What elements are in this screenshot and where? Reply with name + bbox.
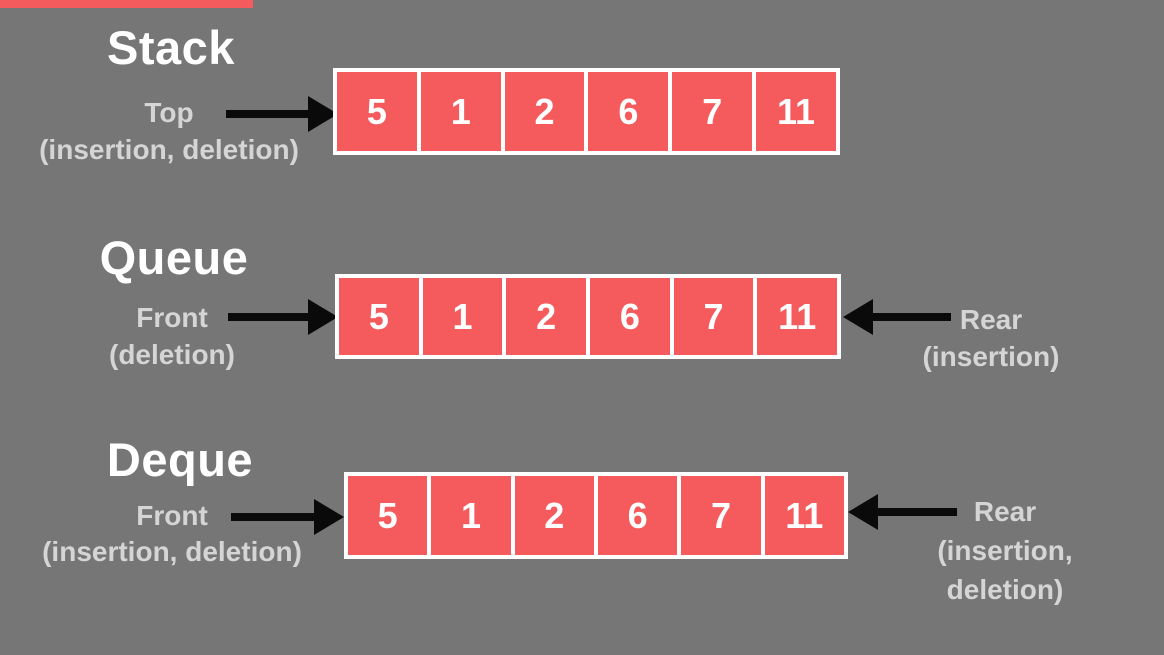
queue-array: 5 1 2 6 7 11 <box>335 274 841 359</box>
arrow-shaft <box>878 508 957 516</box>
array-cell: 11 <box>752 72 836 151</box>
deque-front-label-line1: Front <box>136 500 208 531</box>
array-cell: 2 <box>510 476 594 555</box>
array-cell: 1 <box>418 278 503 355</box>
accent-bar <box>0 0 253 8</box>
deque-rear-label-line1: Rear <box>973 496 1037 527</box>
arrow-right-icon <box>226 96 338 132</box>
array-cell: 11 <box>760 476 844 555</box>
array-cell: 11 <box>753 278 838 355</box>
array-cell: 6 <box>586 278 670 355</box>
queue-section-title: Queue <box>99 231 249 284</box>
queue-rear-label-line1: Rear <box>959 304 1023 335</box>
arrow-shaft <box>226 110 308 118</box>
queue-front-label-line2: (deletion) <box>109 339 235 370</box>
array-cell: 6 <box>584 72 669 151</box>
arrow-shaft <box>231 513 314 521</box>
deque-front-label-line2: (insertion, deletion) <box>42 536 302 567</box>
arrow-left-icon <box>848 494 957 530</box>
arrow-shaft <box>873 313 951 321</box>
array-cell: 5 <box>348 476 428 555</box>
stack-top-label: Top (insertion, deletion) <box>24 94 314 168</box>
array-cell: 7 <box>677 476 761 555</box>
array-cell: 1 <box>427 476 511 555</box>
arrow-right-icon <box>228 299 338 335</box>
arrow-right-icon <box>231 499 344 535</box>
array-cell: 1 <box>416 72 501 151</box>
array-cell: 2 <box>502 278 587 355</box>
deque-section-title: Deque <box>106 433 254 486</box>
arrow-head-right <box>308 299 338 335</box>
array-cell: 7 <box>669 278 754 355</box>
queue-rear-label-line2: (insertion) <box>922 341 1060 372</box>
arrow-left-icon <box>843 299 951 335</box>
stack-top-label-line1: Top <box>144 97 194 128</box>
arrow-head-left <box>843 299 873 335</box>
array-cell: 5 <box>339 278 419 355</box>
deque-rear-label-line2: (insertion, <box>937 535 1073 566</box>
arrow-head-right <box>314 499 344 535</box>
queue-front-label: Front (deletion) <box>24 299 320 373</box>
arrow-shaft <box>228 313 308 321</box>
array-cell: 7 <box>668 72 753 151</box>
stack-array: 5 1 2 6 7 11 <box>333 68 840 155</box>
deque-rear-label-line3: deletion) <box>946 574 1064 605</box>
deque-rear-label: Rear (insertion, deletion) <box>900 492 1110 609</box>
deque-array: 5 1 2 6 7 11 <box>344 472 848 559</box>
deque-front-label: Front (insertion, deletion) <box>22 498 322 570</box>
stack-section-title: Stack <box>107 21 235 74</box>
arrow-head-left <box>848 494 878 530</box>
array-cell: 5 <box>337 72 417 151</box>
array-cell: 2 <box>500 72 585 151</box>
stack-top-label-line2: (insertion, deletion) <box>39 134 299 165</box>
queue-rear-label: Rear (insertion) <box>886 301 1096 375</box>
array-cell: 6 <box>593 476 678 555</box>
queue-front-label-line1: Front <box>136 302 208 333</box>
